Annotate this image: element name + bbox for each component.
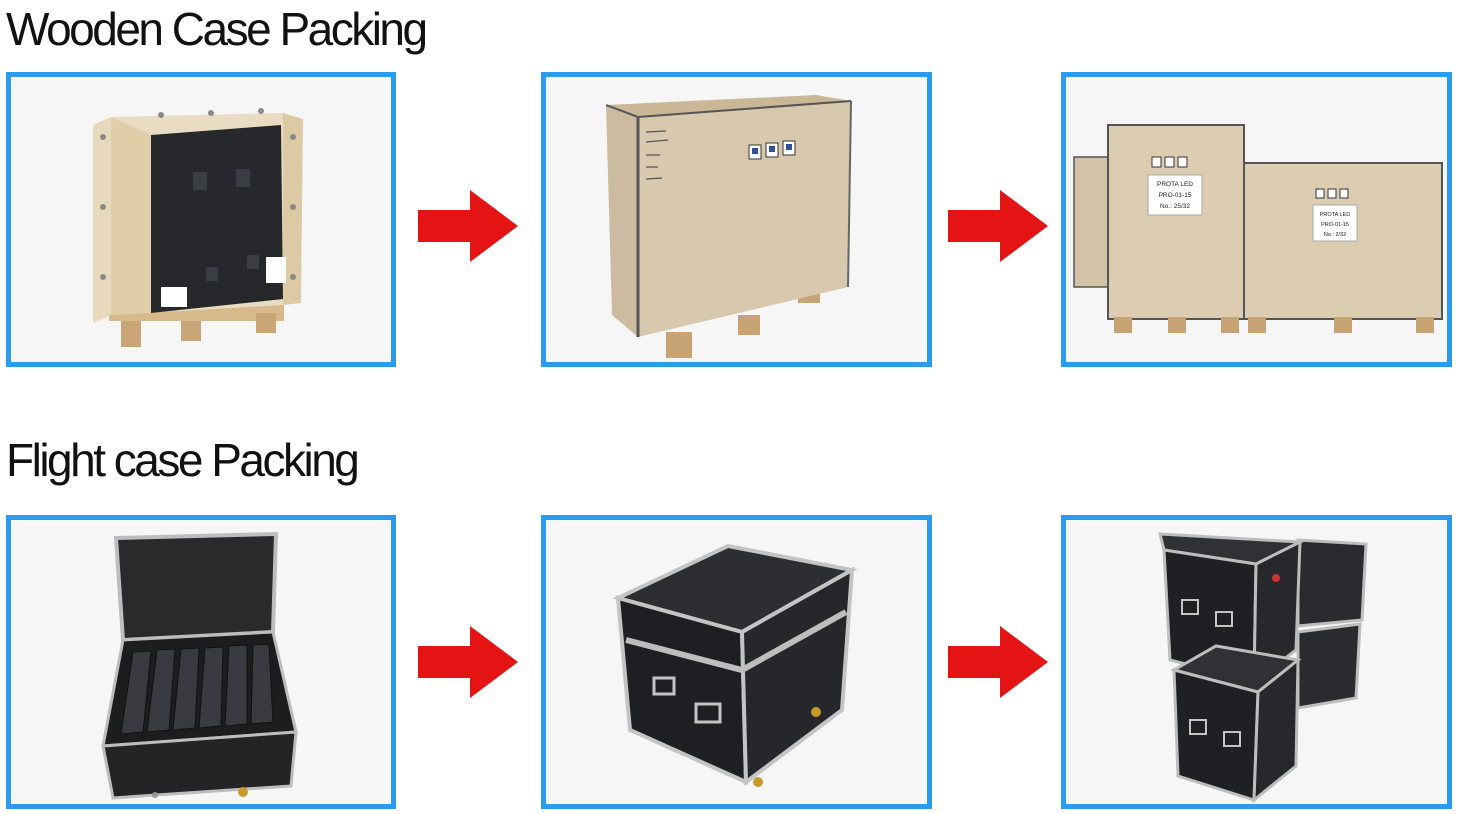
flight-case-stacked-photo [1061, 515, 1452, 809]
wooden-case-packing-title: Wooden Case Packing [6, 3, 428, 55]
right-arrow-icon [948, 626, 1048, 698]
crate-label-line: PROTA LED [1157, 181, 1193, 188]
flight-case-open-photo [6, 515, 396, 809]
wooden-case-open-photo [6, 72, 396, 367]
wooden-case-stacked-photo: PROTA LED PRO-01-15 No.: 25/32 PROTA LED… [1061, 72, 1452, 367]
closed-flight-case-illustration [546, 520, 927, 804]
right-arrow-icon [948, 190, 1048, 262]
crate-label-line: PROTA LED [1320, 212, 1350, 218]
open-crate-illustration [11, 77, 391, 362]
open-flight-case-illustration [11, 520, 391, 804]
closed-crate-illustration [546, 77, 927, 362]
crate-label-line: No.: 2/32 [1324, 232, 1346, 238]
right-arrow-icon [418, 190, 518, 262]
crate-label-line: PRO-01-15 [1159, 192, 1192, 199]
multiple-crates-illustration: PROTA LED PRO-01-15 No.: 25/32 PROTA LED… [1066, 77, 1447, 362]
flight-case-packing-title: Flight case Packing [6, 434, 360, 486]
wooden-case-closed-photo [541, 72, 932, 367]
flight-case-closed-photo [541, 515, 932, 809]
right-arrow-icon [418, 626, 518, 698]
crate-label-line: PRO-01-15 [1321, 222, 1349, 228]
stacked-flight-cases-illustration [1066, 520, 1447, 804]
crate-label-line: No.: 25/32 [1160, 203, 1190, 210]
